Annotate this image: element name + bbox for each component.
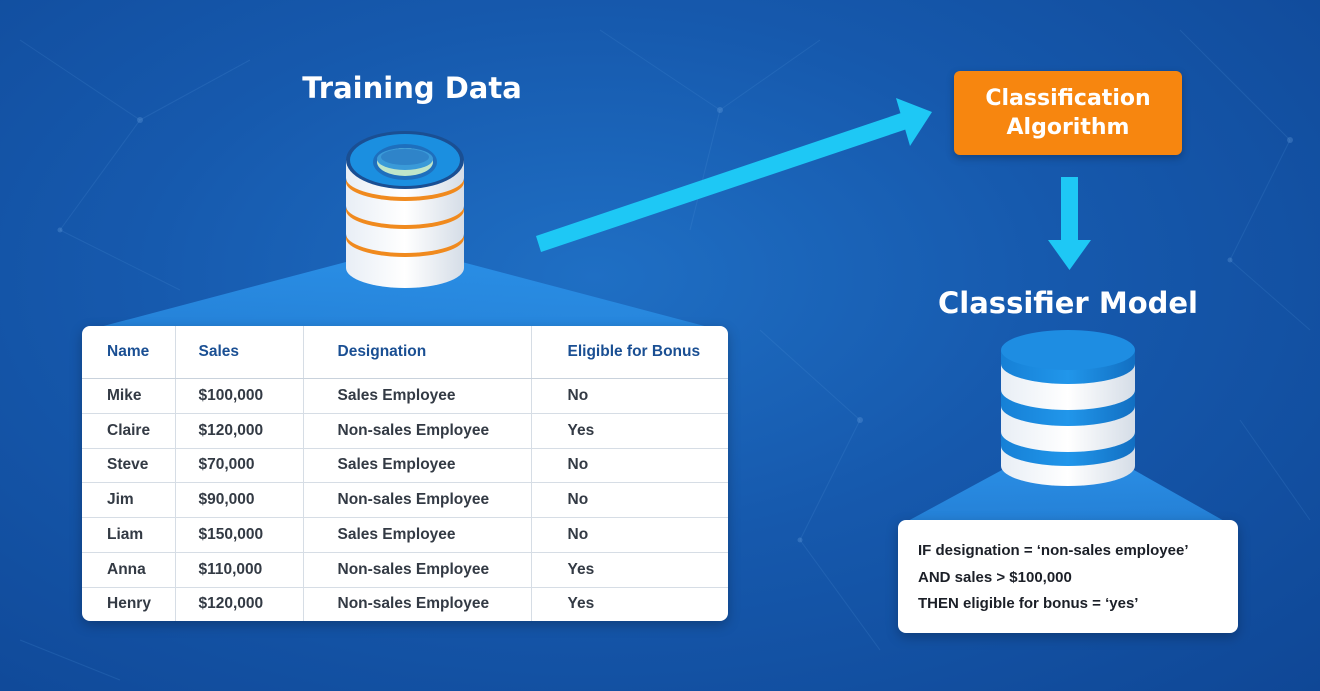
table-row: Mike $100,000 Sales Employee No [82,378,728,414]
rule-line-2: AND sales > $100,000 [918,568,1072,586]
cell-name: Anna [82,552,175,588]
cell-designation: Non-sales Employee [302,482,531,518]
cell-eligible: Yes [530,413,728,449]
cell-eligible: No [530,448,728,484]
cell-eligible: No [530,482,728,518]
rule-line-1: IF designation = ‘non-sales employee’ [918,542,1189,559]
classifier-database-icon [1001,330,1135,486]
classification-algorithm-box: Classification Algorithm [954,71,1182,155]
training-data-beam [96,262,712,328]
algorithm-line-1: Classification [985,86,1151,111]
cell-eligible: No [530,378,728,414]
training-data-title: Training Data [302,71,522,105]
cell-name: Jim [82,482,175,518]
cell-sales: $120,000 [174,587,303,621]
cell-name: Liam [82,517,175,553]
cell-sales: $120,000 [174,413,303,449]
cell-eligible: Yes [530,552,728,588]
cell-designation: Non-sales Employee [302,552,531,588]
cell-designation: Non-sales Employee [302,587,531,621]
table-row: Steve $70,000 Sales Employee No [82,448,728,484]
cell-designation: Non-sales Employee [302,413,531,449]
table-row: Henry $120,000 Non-sales Employee Yes [82,587,728,621]
cell-name: Claire [82,413,175,449]
table-row: Claire $120,000 Non-sales Employee Yes [82,413,728,449]
training-data-table: Name Sales Designation Eligible for Bonu… [82,326,728,621]
cell-name: Mike [82,378,175,414]
cell-sales: $150,000 [174,517,303,553]
cell-designation: Sales Employee [302,378,531,414]
algorithm-line-2: Algorithm [1006,115,1130,140]
cell-sales: $70,000 [174,448,303,484]
cell-name: Henry [107,595,151,613]
cell-eligible: Yes [530,587,728,621]
cell-sales: $110,000 [174,552,303,588]
classifier-model-beam [906,470,1226,522]
header-eligible-for-bonus: Eligible for Bonus [530,326,728,379]
rule-line-3: THEN eligible for bonus = ‘yes’ [918,595,1139,612]
header-name: Name [82,326,175,379]
cell-designation: Sales Employee [302,448,531,484]
table-row: Jim $90,000 Non-sales Employee No [82,482,728,518]
cell-name: Steve [82,448,175,484]
table-row: Liam $150,000 Sales Employee No [82,517,728,553]
classifier-model-title: Classifier Model [938,286,1198,320]
cell-eligible: No [530,517,728,553]
arrow-down-icon [1048,177,1091,270]
header-designation: Designation [302,326,531,379]
cell-sales: $90,000 [174,482,303,518]
cell-sales: $100,000 [174,378,303,414]
table-row: Anna $110,000 Non-sales Employee Yes [82,552,728,588]
classifier-rule-card: IF designation = ‘non-sales employee’ AN… [898,520,1238,633]
arrow-right-up-icon [536,98,932,252]
training-database-icon [346,131,464,288]
header-sales: Sales [174,326,303,379]
table-header-row: Name Sales Designation Eligible for Bonu… [82,326,728,379]
cell-designation: Sales Employee [302,517,531,553]
